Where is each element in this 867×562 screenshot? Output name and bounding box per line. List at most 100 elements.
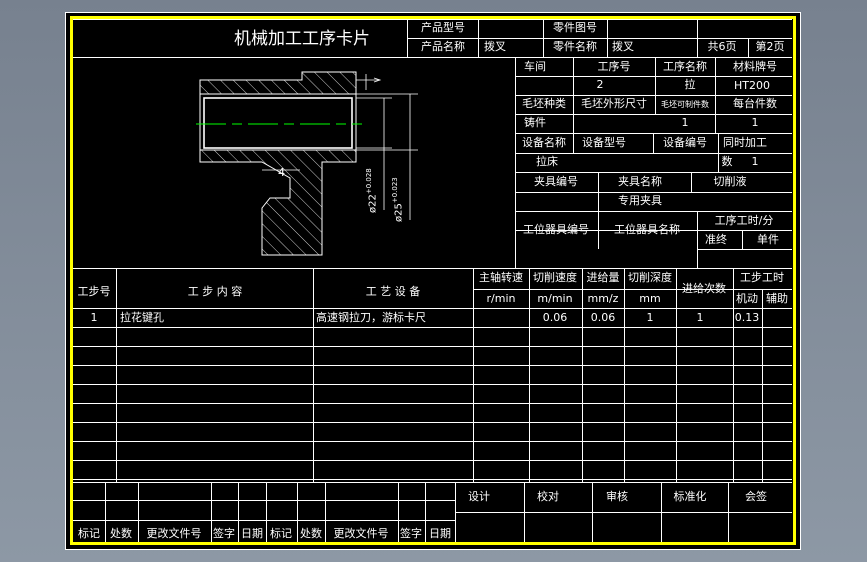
grid-line xyxy=(582,268,583,482)
footer-change-doc: 更改文件号 xyxy=(146,527,202,540)
fixture-name: 专用夹具 xyxy=(618,194,662,207)
station-tool-name-label: 工位器具名称 xyxy=(614,223,680,236)
workshop-label: 车间 xyxy=(524,60,546,73)
fixture-name-label: 夹具名称 xyxy=(618,175,662,188)
grid-line xyxy=(138,482,139,542)
op-name-label: 工序名称 xyxy=(663,60,707,73)
h-passes: 进给次数 xyxy=(682,282,726,295)
u-spindle: r/min xyxy=(486,292,516,305)
grid-line xyxy=(73,500,455,501)
h-speed: 切削速度 xyxy=(533,271,577,284)
simul-label: 同时加工 xyxy=(723,136,767,149)
grid-line xyxy=(573,57,574,153)
station-tool-no-label: 工位器具编号 xyxy=(523,223,589,236)
row-speed: 0.06 xyxy=(542,311,568,324)
dim-width: 4 xyxy=(278,166,285,179)
footer-count: 处数 xyxy=(300,527,322,540)
prep-label: 准终 xyxy=(705,233,727,246)
grid-line xyxy=(313,268,314,482)
u-machine: 机动 xyxy=(736,292,758,305)
grid-line xyxy=(473,268,474,482)
grid-line xyxy=(728,482,729,542)
footer-mark: 标记 xyxy=(78,527,100,540)
footer-design: 设计 xyxy=(468,490,490,503)
u-feed: mm/z xyxy=(587,292,619,305)
footer-mark: 标记 xyxy=(270,527,292,540)
op-no: 2 xyxy=(596,78,604,91)
h-spindle: 主轴转速 xyxy=(479,271,523,284)
part-name-label: 零件名称 xyxy=(553,40,597,53)
bore xyxy=(203,97,353,149)
grid-line xyxy=(697,38,698,57)
footer-date: 日期 xyxy=(241,527,263,540)
grid-line xyxy=(238,482,239,542)
h-content: 工 步 内 容 xyxy=(187,285,243,298)
grid-line xyxy=(624,268,625,482)
grid-line xyxy=(478,19,479,57)
grid-line xyxy=(455,512,792,513)
material-label: 材料牌号 xyxy=(733,60,777,73)
footer-date: 日期 xyxy=(429,527,451,540)
row-depth: 1 xyxy=(646,311,654,324)
grid-line xyxy=(655,57,656,114)
simul-value: 1 xyxy=(751,155,759,168)
h-step-no: 工步号 xyxy=(77,285,111,298)
grid-line xyxy=(515,57,516,268)
grid-line xyxy=(748,38,749,57)
grid-line xyxy=(742,230,743,249)
op-time-label: 工序工时/分 xyxy=(714,214,774,227)
grid-line xyxy=(73,268,792,269)
grid-line xyxy=(515,76,792,77)
grid-line xyxy=(697,249,792,250)
grid-line xyxy=(73,520,455,521)
grid-line xyxy=(73,403,792,404)
grid-line xyxy=(529,268,530,482)
row-content: 拉花键孔 xyxy=(120,311,164,324)
grid-line xyxy=(407,38,792,39)
row-equipment: 高速钢拉刀，游标卡尺 xyxy=(316,311,426,324)
product-model-label: 产品型号 xyxy=(421,21,465,34)
coolant-label: 切削液 xyxy=(713,175,747,188)
grid-line xyxy=(515,172,792,173)
part-drawing-label: 零件图号 xyxy=(553,21,597,34)
grid-line xyxy=(473,289,792,290)
grid-line xyxy=(425,482,426,542)
pieces-per-unit-label: 每台件数 xyxy=(733,97,777,110)
u-aux: 辅助 xyxy=(766,292,788,305)
grid-line xyxy=(524,482,525,542)
grid-line xyxy=(515,114,792,115)
footer-change-doc: 更改文件号 xyxy=(333,527,389,540)
grid-line xyxy=(733,268,734,482)
grid-line xyxy=(73,422,792,423)
grid-line xyxy=(607,19,608,57)
h-step-time: 工步工时 xyxy=(740,271,784,284)
product-name: 拨叉 xyxy=(484,40,506,53)
page-number: 第2页 xyxy=(755,40,785,53)
row-step-no: 1 xyxy=(90,311,98,324)
footer-standardize: 标准化 xyxy=(673,490,707,503)
dim-diameter-22: ø22+0.028 xyxy=(365,168,379,213)
grid-line xyxy=(676,268,677,482)
fixture-no-label: 夹具编号 xyxy=(534,175,578,188)
part-section xyxy=(199,71,357,256)
equip-name: 拉床 xyxy=(536,155,558,168)
h-depth: 切削深度 xyxy=(628,271,672,284)
grid-line xyxy=(515,95,792,96)
grid-line xyxy=(297,482,298,542)
grid-line xyxy=(73,460,792,461)
equip-model-label: 设备型号 xyxy=(582,136,626,149)
equip-no-label: 设备编号 xyxy=(663,136,707,149)
grid-line xyxy=(598,172,599,211)
dim-diameter-25: ø25+0.023 xyxy=(391,177,405,222)
pieces-per-blank: 1 xyxy=(681,116,689,129)
dimension-lines xyxy=(262,74,418,220)
footer-proofread: 校对 xyxy=(537,490,559,503)
grid-line xyxy=(398,482,399,542)
unit-label: 单件 xyxy=(757,233,779,246)
grid-line xyxy=(73,365,792,366)
product-name-label: 产品名称 xyxy=(421,40,465,53)
footer-countersign: 会签 xyxy=(745,490,767,503)
footer-sign: 签字 xyxy=(400,527,422,540)
u-depth: mm xyxy=(639,292,661,305)
